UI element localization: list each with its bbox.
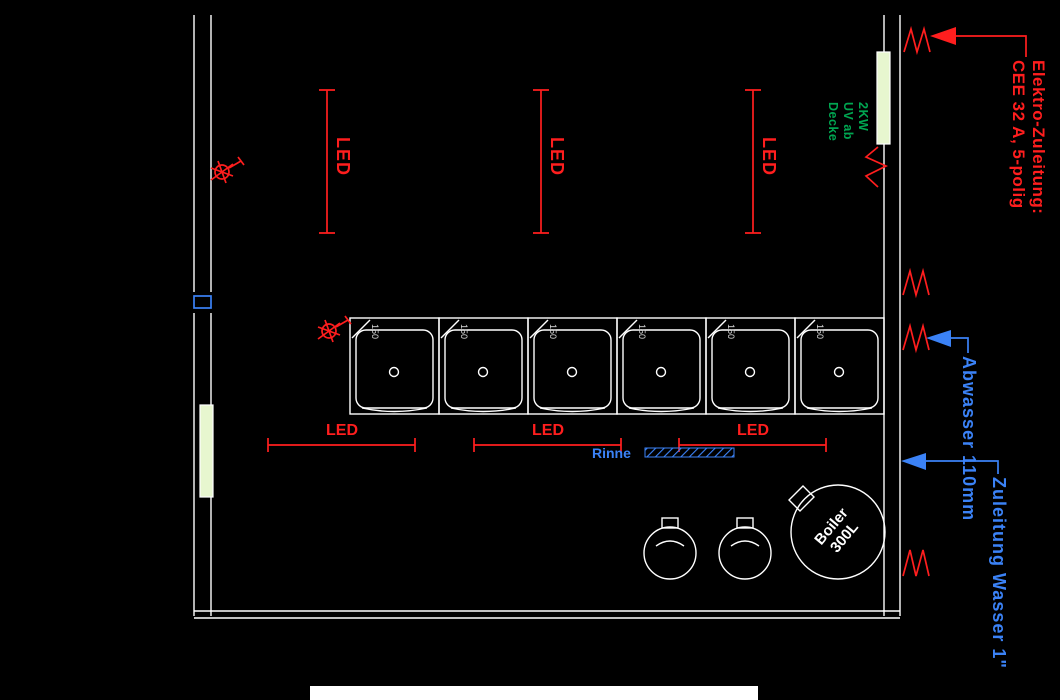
penetration-icon — [903, 25, 931, 56]
elektro-label: Elektro-Zuleitung: CEE 32 A, 5-polig — [1008, 60, 1048, 214]
uv-lamp-left — [199, 404, 214, 498]
led-top-label: LED — [547, 137, 567, 176]
shower-head-icon — [210, 156, 245, 184]
shower-size-label: 150 — [548, 324, 558, 339]
shower-stall: 150 — [616, 317, 707, 415]
penetration-icon — [902, 322, 930, 354]
dimension-line — [267, 438, 416, 452]
abwasser-leader-line — [951, 337, 969, 353]
shower-row: 150 150 150 150 — [349, 317, 885, 415]
shower-size-label: 150 — [815, 324, 825, 339]
led-bottom-label: LED — [326, 422, 358, 439]
leaders — [901, 27, 1027, 474]
shower-stall: 150 — [349, 317, 440, 415]
led-strip-symbol — [745, 89, 761, 234]
shower-stall: 150 — [438, 317, 529, 415]
led-strip-symbol — [533, 89, 549, 234]
uv-lamp-label-line: 2KW — [856, 102, 870, 132]
penetration-icons — [902, 25, 931, 577]
rinne-channel — [644, 447, 735, 458]
title-block — [310, 686, 758, 700]
shower-stall: 150 — [527, 317, 618, 415]
led-strip-symbol — [319, 89, 335, 234]
elektro-label-line: Elektro-Zuleitung: — [1029, 60, 1048, 215]
uv-lamp-right — [876, 51, 891, 145]
wasser-label: Zuleitung Wasser 1" — [989, 477, 1009, 669]
lamp-connection-icon — [864, 146, 888, 188]
shower-stall: 150 — [705, 317, 796, 415]
abwasser-arrow-icon — [926, 330, 951, 347]
boiler — [788, 484, 886, 580]
wasser-arrow-icon — [901, 453, 926, 470]
shower-head-icon — [317, 315, 352, 343]
uv-lamp-label-line: Decke — [826, 102, 840, 142]
led-top-label: LED — [759, 137, 779, 176]
led-top-label: LED — [333, 137, 353, 176]
shower-stall: 150 — [794, 317, 885, 415]
rinne-label: Rinne — [592, 445, 631, 461]
elektro-label-line: CEE 32 A, 5-polig — [1009, 60, 1028, 209]
penetration-icon — [902, 549, 930, 577]
elektro-arrow-icon — [930, 27, 956, 45]
bottom-wall — [194, 610, 900, 619]
abwasser-label: Abwasser 110mm — [959, 356, 979, 522]
window — [193, 295, 212, 309]
led-strip-symbols — [319, 89, 761, 234]
uv-lamp-label-line: UV ab — [841, 102, 855, 140]
shower-size-label: 150 — [637, 324, 647, 339]
elektro-leader-line — [956, 35, 1027, 57]
penetration-icon — [902, 267, 930, 299]
round-fixture — [718, 517, 772, 580]
shower-size-label: 150 — [370, 324, 380, 339]
left-wall — [193, 15, 212, 616]
fixtures — [643, 484, 886, 580]
shower-size-label: 150 — [726, 324, 736, 339]
wasser-leader-line — [926, 460, 999, 474]
led-bottom-label: LED — [737, 422, 769, 439]
dimension-line — [473, 438, 622, 452]
round-fixture — [643, 517, 697, 580]
walls — [193, 15, 901, 619]
shower-size-label: 150 — [459, 324, 469, 339]
uv-lamp-label: 2KW UV ab Decke — [825, 102, 870, 141]
led-bottom-label: LED — [532, 422, 564, 439]
